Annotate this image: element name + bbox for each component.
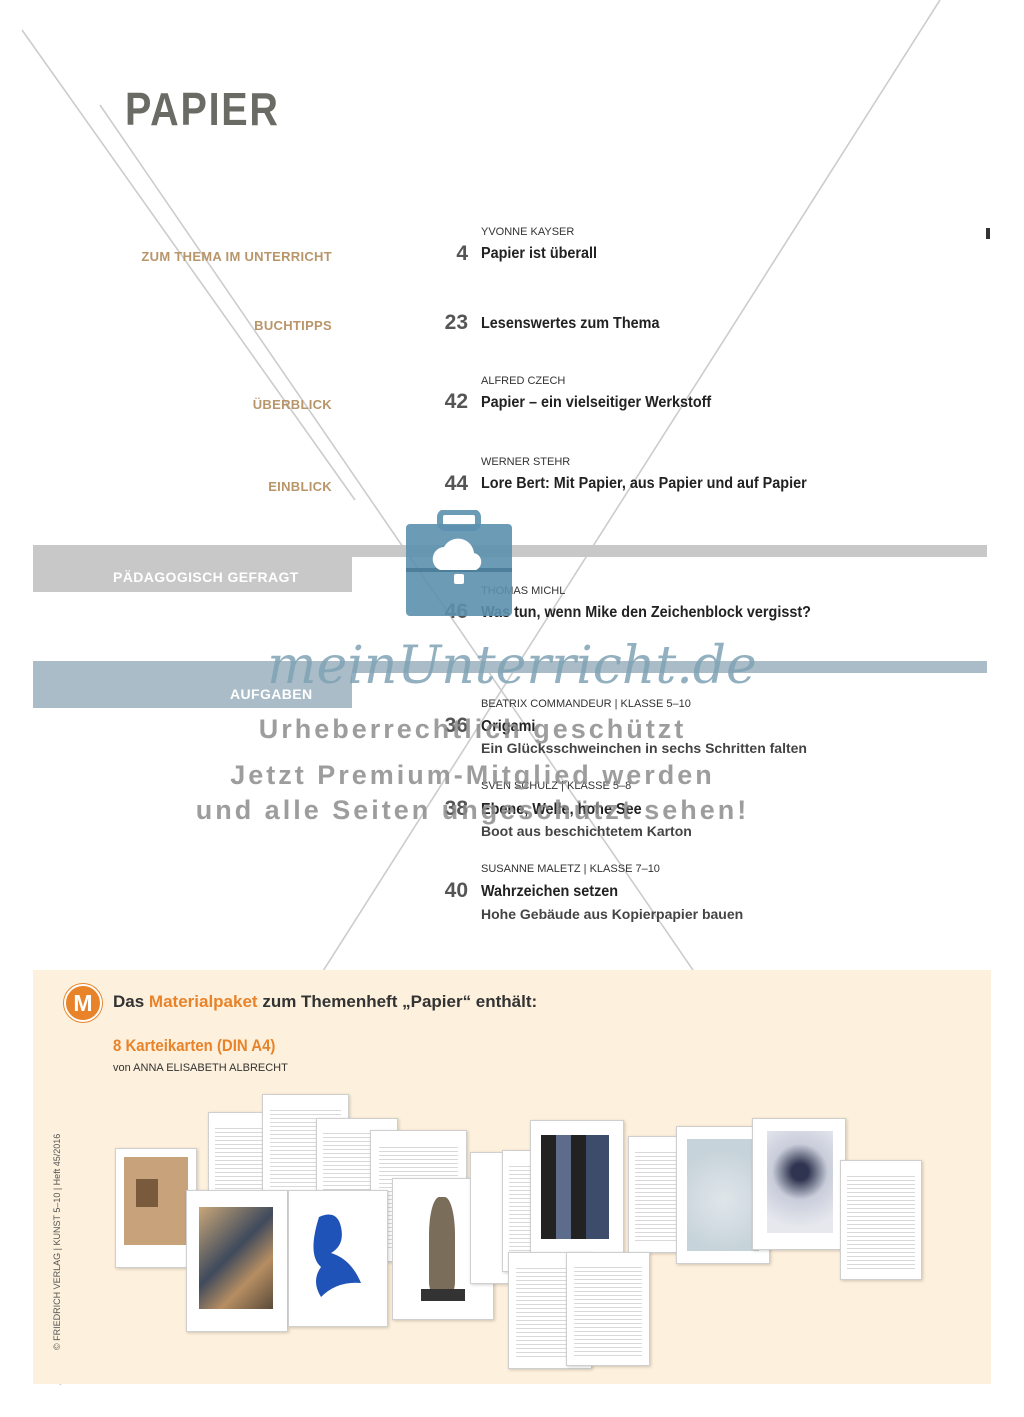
side-copyright: © FRIEDRICH VERLAG | KUNST 5–10 | Heft 4… (52, 1133, 62, 1350)
section-bar-aufgaben (33, 661, 352, 708)
page-number: 46 (0, 600, 468, 624)
section-label: ZUM THEMA IM UNTERRICHT (141, 249, 332, 264)
article-subtitle: Hohe Gebäude aus Kopierpapier bauen (481, 906, 744, 922)
article-title[interactable]: Lesenswertes zum Thema (481, 315, 660, 332)
author-label: SVEN SCHULZ | KLASSE 5–8 (481, 780, 632, 792)
material-highlight: Materialpaket (148, 992, 258, 1011)
card-thumbnail (840, 1160, 922, 1280)
article-title[interactable]: Lore Bert: Mit Papier, aus Papier und au… (481, 475, 807, 492)
section-bar-label: PÄDAGOGISCH GEFRAGT (113, 569, 299, 585)
author-label: ALFRED CZECH (481, 375, 566, 387)
article-title[interactable]: Papier ist überall (481, 245, 598, 262)
article-title[interactable]: Wahrzeichen setzen (481, 883, 619, 900)
article-title[interactable]: Ebene, Welle, hohe See (481, 801, 642, 818)
page-number: 40 (444, 879, 468, 902)
article-subtitle: Boot aus beschichtetem Karton (481, 823, 692, 839)
author-label: WERNER STEHR (481, 456, 571, 468)
section-bar-label: AUFGABEN (230, 686, 313, 702)
section-label: BUCHTIPPS (254, 318, 332, 333)
page-number: 23 (444, 311, 468, 334)
author-label: YVONNE KAYSER (481, 226, 575, 238)
section-label: ÜBERBLICK (252, 397, 332, 412)
material-badge: M (64, 984, 102, 1022)
article-subtitle: Ein Glücksschweinchen in sechs Schritten… (481, 740, 807, 756)
page-title: PAPIER (125, 83, 280, 135)
author-label: SUSANNE MALETZ | KLASSE 7–10 (481, 863, 660, 875)
card-thumbnail (530, 1120, 624, 1254)
material-item-title: 8 Karteikarten (DIN A4) (113, 1036, 276, 1055)
edge-marker (986, 228, 990, 239)
page-number: 38 (444, 797, 468, 820)
section-bar-paedagogisch (33, 545, 352, 592)
card-thumbnail (752, 1118, 846, 1250)
card-thumbnail (186, 1190, 288, 1332)
card-thumbnail (566, 1252, 650, 1366)
watermark-line: Jetzt Premium-Mitglied werden (230, 760, 715, 790)
page-number: 44 (444, 472, 468, 495)
watermark-brand: meinUnterricht.de (267, 636, 757, 696)
page-number: 36 (444, 714, 468, 737)
article-title[interactable]: Was tun, wenn Mike den Zeichenblock verg… (481, 604, 811, 621)
article-title[interactable]: Papier – ein vielseitiger Werkstoff (481, 394, 712, 411)
page-number: 42 (444, 390, 468, 413)
author-label: BEATRIX COMMANDEUR | KLASSE 5–10 (481, 698, 691, 710)
section-label: EINBLICK (268, 479, 332, 494)
material-intro: Das Materialpaket zum Themenheft „Papier… (113, 992, 538, 1011)
briefcase-cloud-icon (406, 510, 512, 616)
card-thumbnail (115, 1148, 197, 1268)
article-title[interactable]: Origami (481, 718, 536, 735)
watermark-line: Urheberrechtlich geschützt (258, 714, 687, 744)
page-number: 4 (456, 242, 468, 265)
watermark-line: und alle Seiten ungeschützt sehen! (195, 795, 750, 825)
blue-rule (352, 661, 987, 673)
material-item-author: von ANNA ELISABETH ALBRECHT (113, 1062, 288, 1074)
card-thumbnail (288, 1190, 388, 1327)
